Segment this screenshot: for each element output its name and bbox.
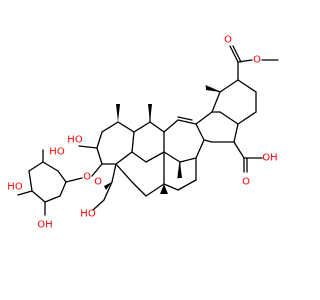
bond xyxy=(78,145,98,149)
atom-label: O xyxy=(242,177,250,188)
molecule-structure: HO HO OH O HO O HO O O OH O xyxy=(7,35,279,231)
bond xyxy=(65,177,83,183)
bond xyxy=(92,199,105,211)
bond xyxy=(233,123,239,143)
wedge-bond xyxy=(160,184,168,194)
bond xyxy=(232,45,242,63)
wedge-layer xyxy=(104,86,220,194)
bond xyxy=(177,179,197,191)
bond xyxy=(28,161,44,172)
bond xyxy=(57,170,67,183)
atom-label: O xyxy=(94,177,102,188)
atom-label: HO xyxy=(67,135,83,146)
atom-label: HO xyxy=(7,182,23,193)
bond xyxy=(111,163,117,183)
bond xyxy=(145,151,165,163)
bond xyxy=(131,151,147,163)
bond xyxy=(103,181,113,201)
bond xyxy=(117,121,135,133)
bond xyxy=(229,45,239,63)
bond xyxy=(96,131,103,149)
wedge-bond xyxy=(178,162,182,178)
bond xyxy=(163,183,179,191)
bond xyxy=(115,151,133,165)
wedge-bond xyxy=(148,104,152,122)
bond xyxy=(163,119,179,133)
bond xyxy=(101,121,119,133)
bond xyxy=(237,79,257,93)
bond xyxy=(115,163,133,183)
bond xyxy=(195,123,205,141)
atom-label: OH xyxy=(37,220,52,231)
bond xyxy=(237,111,257,125)
bond xyxy=(17,190,33,196)
bond xyxy=(195,111,213,125)
label-layer: HO HO OH O HO O HO O O OH O xyxy=(7,35,277,231)
bond xyxy=(177,116,193,121)
wedge-bond xyxy=(116,104,120,122)
bond xyxy=(59,181,67,197)
bond xyxy=(237,59,253,63)
bond xyxy=(233,141,245,159)
bond xyxy=(203,139,213,143)
atom-label: O xyxy=(253,55,261,66)
bond xyxy=(219,79,239,93)
bond xyxy=(145,183,165,197)
bond xyxy=(219,111,239,125)
bond xyxy=(131,131,135,153)
bond-layer xyxy=(17,45,279,216)
bond xyxy=(31,190,46,203)
bond xyxy=(42,161,59,172)
atom-label: O xyxy=(224,35,232,46)
bond xyxy=(133,121,151,133)
atom-label: O xyxy=(83,172,91,183)
bond xyxy=(96,147,103,165)
bond xyxy=(44,195,61,203)
bond xyxy=(149,121,165,133)
bond xyxy=(177,119,197,125)
bond xyxy=(131,181,147,197)
bond xyxy=(195,139,205,159)
bond xyxy=(91,163,103,177)
atom-label: HO xyxy=(49,147,65,158)
bond xyxy=(163,151,181,163)
atom-label: HO xyxy=(80,209,96,220)
bond xyxy=(211,91,221,113)
bond xyxy=(179,157,197,163)
bond xyxy=(28,170,33,192)
wedge-bond xyxy=(104,182,112,190)
wedge-bond xyxy=(206,86,220,92)
atom-label: OH xyxy=(262,153,277,164)
